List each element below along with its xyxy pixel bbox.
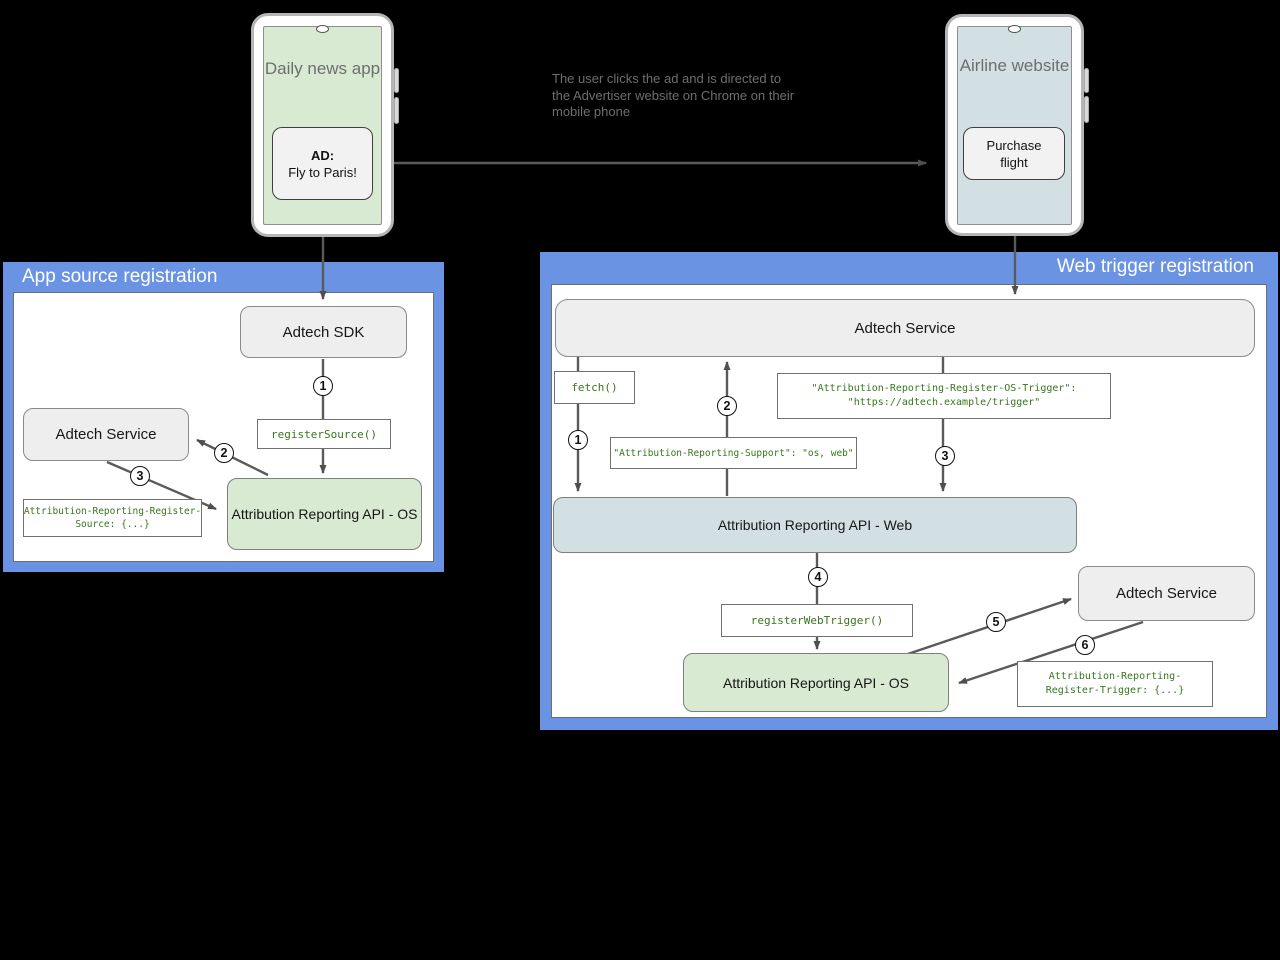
phone1-side-button-top <box>394 68 399 93</box>
ad-box: AD: Fly to Paris! <box>272 127 373 200</box>
register-source-header-line1: Attribution-Reporting-Register- <box>23 506 202 517</box>
step-3-badge-left: 3 <box>130 466 150 486</box>
adtech-service-label-right: Adtech Service <box>1116 585 1217 602</box>
attribution-api-os-label-right: Attribution Reporting API - OS <box>723 674 909 691</box>
step-2-badge-right: 2 <box>717 396 737 416</box>
register-web-trigger-code-box: registerWebTrigger() <box>721 604 913 637</box>
phone2-camera-icon <box>1008 25 1021 33</box>
register-source-code: registerSource() <box>271 427 377 441</box>
ad-box-text: Fly to Paris! <box>288 164 357 180</box>
attribution-api-web-label: Attribution Reporting API - Web <box>717 517 913 533</box>
os-trigger-header-line2: "https://adtech.example/trigger" <box>847 397 1041 408</box>
adtech-service-box-right: Adtech Service <box>1078 566 1255 621</box>
phone1-camera-icon <box>316 25 329 33</box>
adtech-sdk-box: Adtech SDK <box>240 306 407 358</box>
adtech-service-box-left: Adtech Service <box>23 408 189 461</box>
register-trigger-header-line1: Attribution-Reporting- <box>1048 671 1182 682</box>
step-1-badge-right: 1 <box>568 430 588 450</box>
register-trigger-header-box: Attribution-Reporting- Register-Trigger:… <box>1017 661 1213 707</box>
purchase-flight-label: Purchase flight <box>986 137 1042 170</box>
adtech-service-box-top: Adtech Service <box>555 299 1255 357</box>
step-6-badge: 6 <box>1075 635 1095 655</box>
adtech-sdk-label: Adtech SDK <box>282 323 365 341</box>
adtech-service-label-top: Adtech Service <box>854 319 956 337</box>
step-5-badge: 5 <box>986 612 1006 632</box>
fetch-code: fetch() <box>571 381 618 394</box>
annotation-text: The user clicks the ad and is directed t… <box>552 71 795 119</box>
phone2-side-button-bottom <box>1084 96 1089 123</box>
web-trigger-panel-title: Web trigger registration <box>1056 256 1254 277</box>
attribution-api-os-label-left: Attribution Reporting API - OS <box>231 506 418 522</box>
phone1-side-button-bottom <box>394 97 399 124</box>
register-source-header-box: Attribution-Reporting-Register- Source: … <box>23 499 202 537</box>
phone2-title: Airline website <box>959 56 1070 75</box>
register-source-header-line2: Source: {...} <box>75 519 150 530</box>
attribution-api-web-box: Attribution Reporting API - Web <box>553 497 1077 553</box>
os-trigger-header-box: "Attribution-Reporting-Register-OS-Trigg… <box>777 373 1111 419</box>
register-source-code-box: registerSource() <box>257 419 391 449</box>
register-web-trigger-code: registerWebTrigger() <box>750 614 884 627</box>
os-trigger-header-line1: "Attribution-Reporting-Register-OS-Trigg… <box>811 383 1077 394</box>
support-header-box: "Attribution-Reporting-Support": "os, we… <box>610 437 857 469</box>
purchase-flight-button: Purchase flight <box>963 127 1065 180</box>
step-4-badge: 4 <box>808 567 828 587</box>
step-3-badge-right: 3 <box>935 446 955 466</box>
support-header: "Attribution-Reporting-Support": "os, we… <box>613 447 854 459</box>
step-1-badge-left: 1 <box>313 376 333 396</box>
step-2-badge-left: 2 <box>214 443 234 463</box>
attribution-api-os-box-right: Attribution Reporting API - OS <box>683 653 949 712</box>
adtech-service-label-left: Adtech Service <box>55 426 157 443</box>
fetch-code-box: fetch() <box>554 371 635 404</box>
app-source-panel-title: App source registration <box>22 266 218 287</box>
register-trigger-header-line2: Register-Trigger: {...} <box>1045 685 1185 696</box>
phone2-screen <box>957 26 1072 225</box>
phone1-title: Daily news app <box>264 59 381 78</box>
attribution-api-os-box-left: Attribution Reporting API - OS <box>227 478 422 550</box>
phone2-side-button-top <box>1084 68 1089 93</box>
ad-box-title: AD: <box>310 147 335 163</box>
